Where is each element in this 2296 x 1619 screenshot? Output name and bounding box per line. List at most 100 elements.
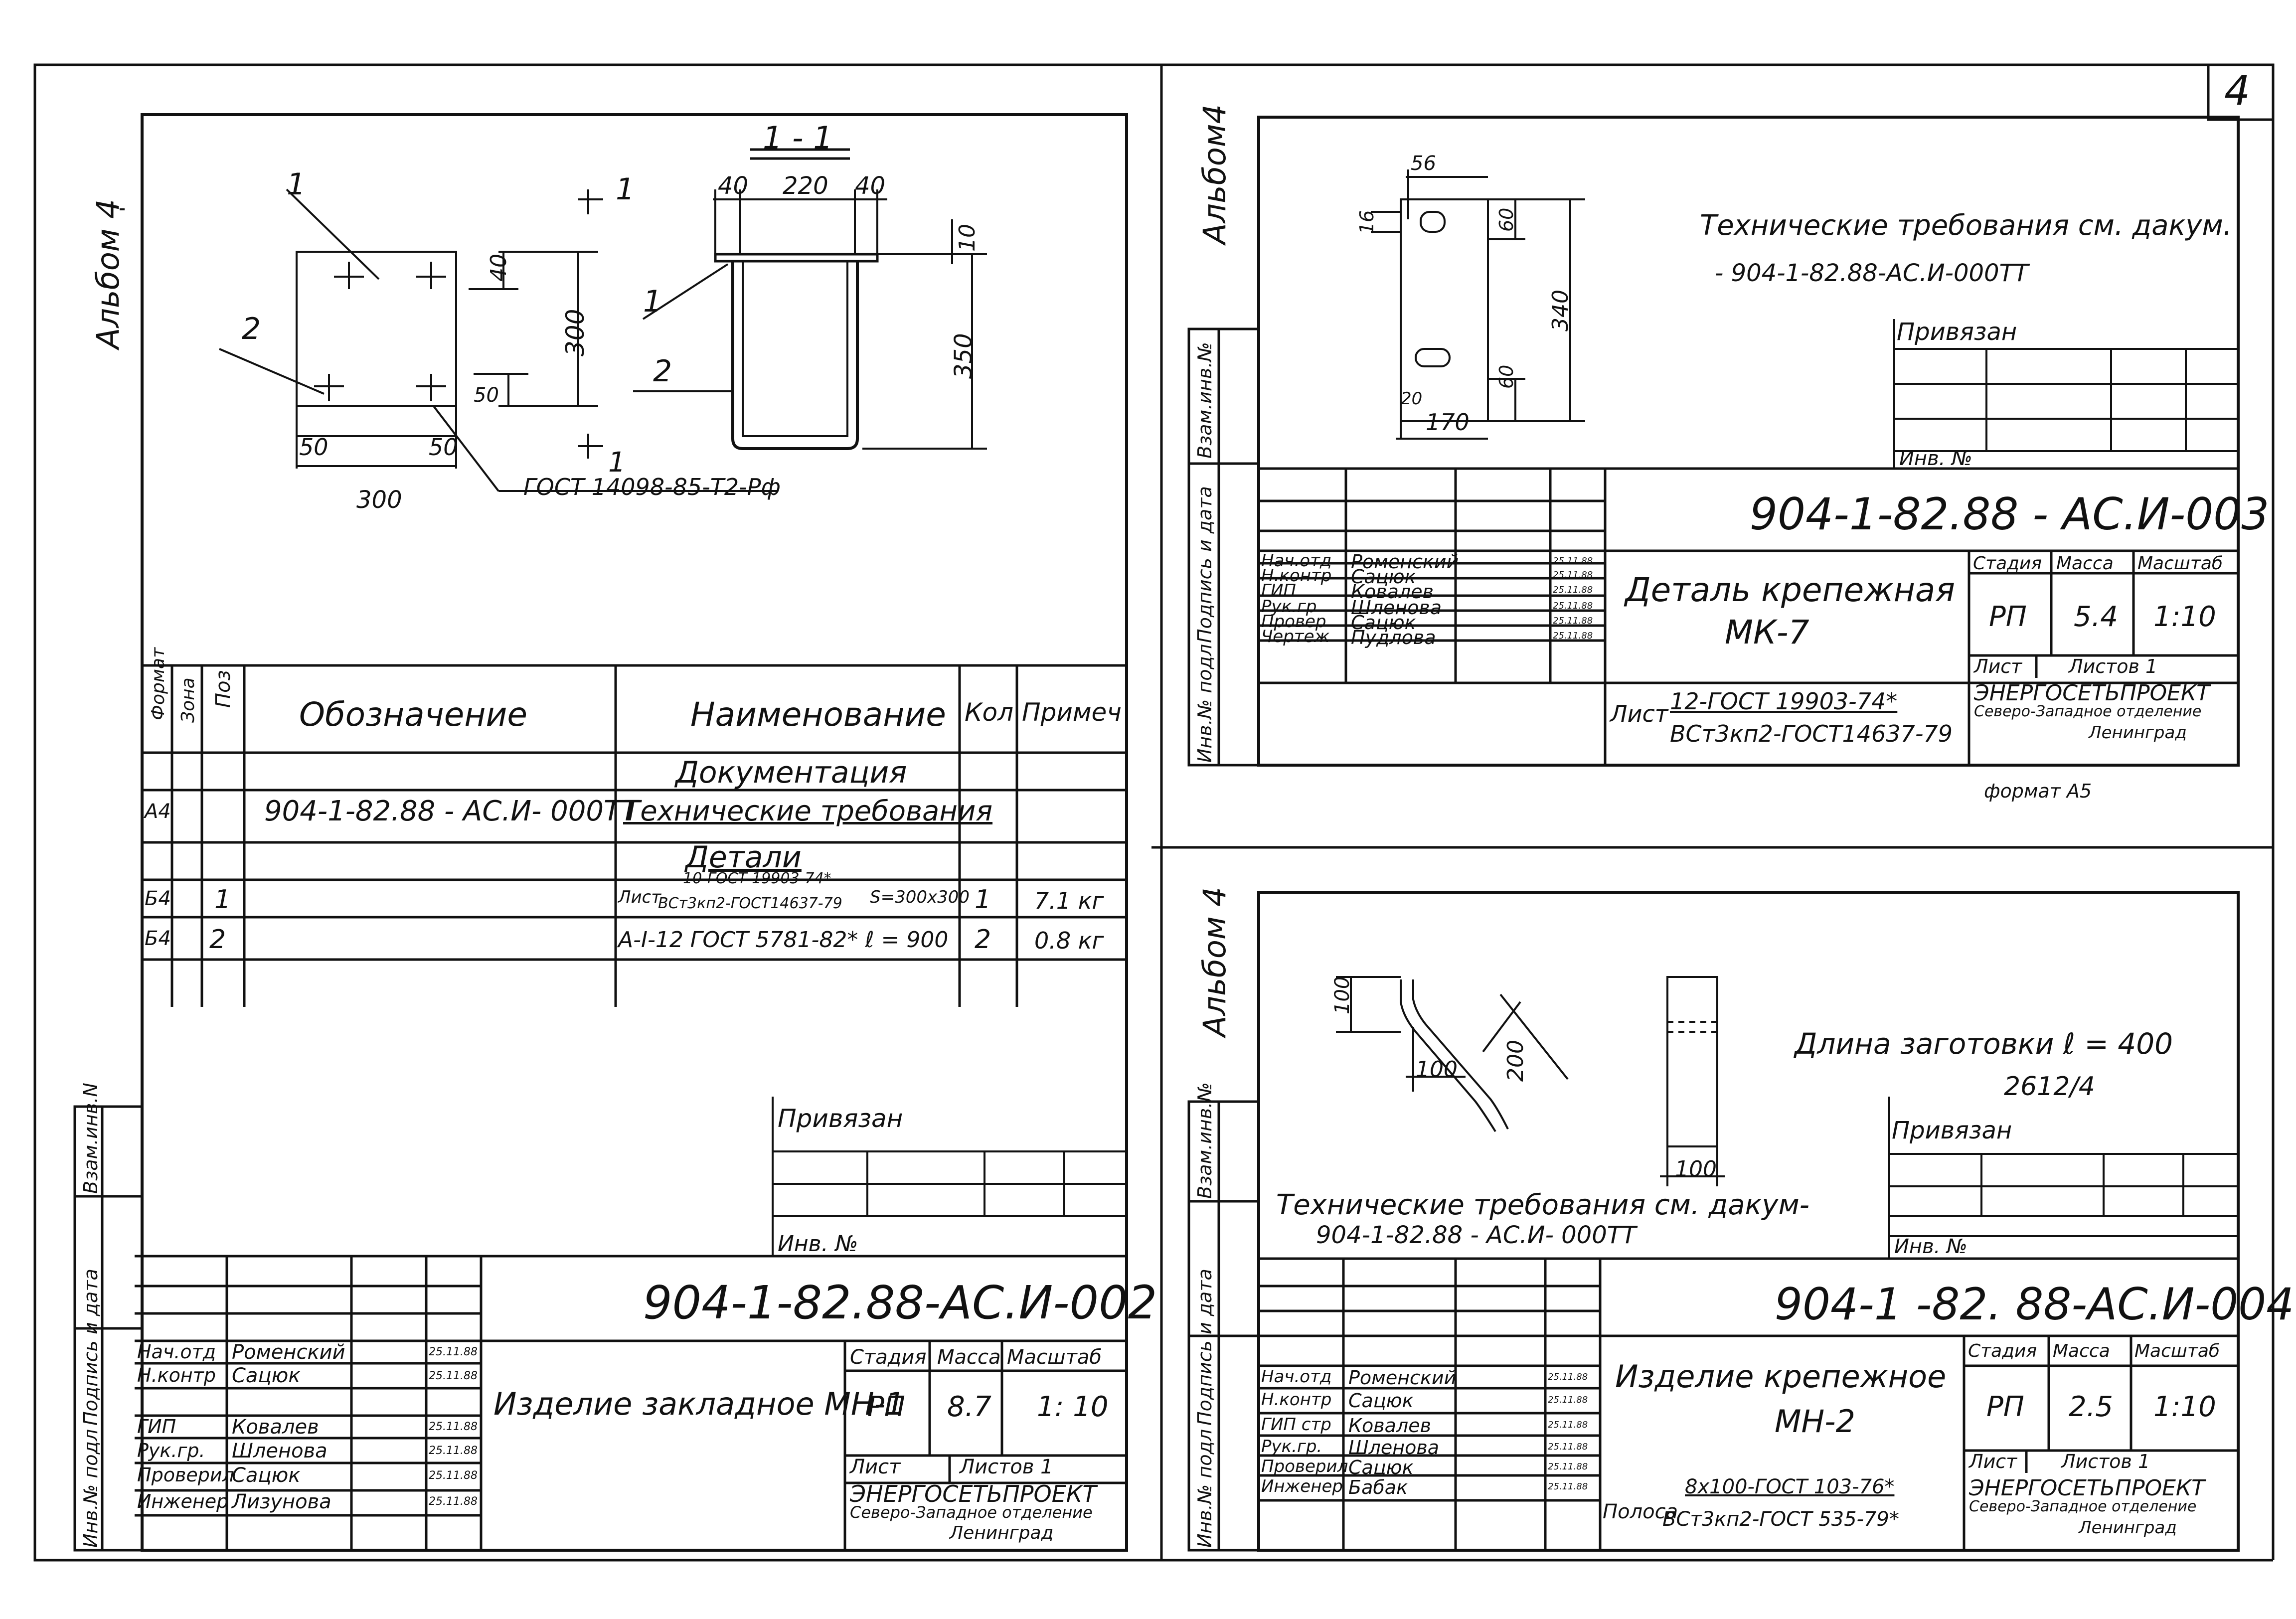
br-name-4: Шленова — [1348, 1437, 1440, 1458]
left-sheets-label: Листов 1 — [960, 1456, 1053, 1478]
tr-mass-value: 5.4 — [2074, 601, 2119, 633]
br-date-4: 25.11.88 — [1548, 1442, 1588, 1452]
plate-front-view — [120, 188, 778, 492]
tr-role-1: Нач.отд — [1261, 551, 1332, 571]
left-org-sub: Северо-Западное отделение — [850, 1503, 1093, 1522]
dim-50-right: 50 — [429, 434, 458, 461]
br-stage-label: Стадия — [1968, 1341, 2037, 1361]
section-1-1-view — [633, 148, 987, 450]
left-role-2: Н.контр — [137, 1364, 216, 1386]
callout-1-plate: 1 — [287, 167, 306, 202]
spec-doc-name: Технические требования — [623, 795, 993, 827]
br-title-line1: Изделие крепежное — [1615, 1358, 1947, 1395]
tr-name-5: Сацюк — [1351, 612, 1416, 634]
tr-mass-label: Масса — [2056, 553, 2114, 574]
dim-10: 10 — [955, 224, 980, 252]
left-scale-label: Масштаб — [1007, 1346, 1102, 1369]
left-name-2: Сацюк — [232, 1364, 301, 1387]
spec-row2-pos: 2 — [209, 925, 226, 955]
br-role-3: ГИП стр — [1261, 1415, 1331, 1435]
br-date-5: 25.11.88 — [1548, 1461, 1588, 1472]
left-date-4: 25.11.88 — [429, 1421, 478, 1433]
br-sheet-label: Лист — [1969, 1451, 2017, 1472]
left-drawing-code: 904-1-82.88-АС.И-002 — [643, 1276, 1157, 1329]
br-material-line1: 8х100-ГОСТ 103-76* — [1685, 1475, 1895, 1498]
dim-40-left: 40 — [718, 172, 749, 200]
br-role-1: Нач.отд — [1261, 1367, 1332, 1387]
left-role-1: Нач.отд — [137, 1341, 216, 1363]
tr-role-6: Чертеж — [1261, 627, 1330, 647]
mn2-drawing — [1336, 976, 1725, 1186]
spec-table-grid — [142, 664, 1127, 1007]
left-role-4: ГИП — [137, 1416, 176, 1438]
spec-row1-pos: 1 — [214, 885, 231, 915]
left-org: ЭНЕРГОСЕТЬПРОЕКТ — [850, 1480, 1097, 1507]
left-sheet-frame — [33, 63, 1163, 1562]
left-inner-frame — [141, 113, 1128, 1552]
left-role-5: Рук.гр. — [137, 1440, 205, 1461]
spec-header-format: Формат — [148, 647, 168, 720]
tr-dim-60-top: 60 — [1495, 207, 1517, 232]
spec-header-designation: Обозначение — [299, 695, 527, 734]
br-role-2: Н.контр — [1261, 1390, 1332, 1410]
spec-doc-format: А4 — [145, 800, 171, 823]
tr-name-1: Роменский — [1351, 551, 1459, 573]
spec-row1-qty: 1 — [975, 885, 991, 915]
br-privyazan-label: Привязан — [1892, 1117, 2012, 1144]
left-strip-vzam-inv: Взам.инв.N — [80, 1083, 102, 1194]
dim-220: 220 — [783, 172, 828, 200]
left-stage-label: Стадия — [850, 1346, 927, 1369]
br-name-6: Бабак — [1348, 1476, 1408, 1498]
left-mass-value: 8.7 — [947, 1391, 992, 1423]
left-name-7: Лизунова — [232, 1490, 331, 1513]
section-mark-bottom: 1 — [608, 446, 626, 478]
tr-dim-340: 340 — [1548, 290, 1573, 331]
page-number-box — [2207, 63, 2275, 121]
left-stage-value: РП — [867, 1391, 905, 1423]
tr-title-line2: МК-7 — [1725, 613, 1809, 651]
tr-inv-no-label: Инв. № — [1899, 447, 1972, 470]
page-number: 4 — [2224, 67, 2251, 115]
br-role-6: Инженер — [1261, 1476, 1343, 1496]
tr-date-1: 25.11.88 — [1553, 556, 1593, 566]
left-city: Ленинград — [950, 1523, 1054, 1543]
br-title-line2: МН-2 — [1775, 1403, 1855, 1440]
left-date-1: 25.11.88 — [429, 1346, 478, 1358]
tr-dim-20: 20 — [1401, 389, 1423, 409]
callout-2-bar: 2 — [242, 312, 261, 346]
br-tech-req-line2: 904-1-82.88 - АС.И- 000ТТ — [1316, 1221, 1637, 1249]
br-sheets-label: Листов 1 — [2061, 1451, 2150, 1472]
br-date-6: 25.11.88 — [1548, 1481, 1588, 1492]
br-dim-200: 200 — [1503, 1040, 1528, 1082]
left-sheet-label: Лист — [850, 1456, 901, 1478]
tr-name-3: Ковалев — [1351, 581, 1434, 603]
left-title-block-grid — [135, 1255, 1127, 1552]
br-date-1: 25.11.88 — [1548, 1372, 1588, 1382]
tr-sheet-label: Лист — [1974, 655, 2022, 677]
br-org: ЭНЕРГОСЕТЬПРОЕКТ — [1969, 1475, 2205, 1501]
section-label: 1 - 1 — [763, 120, 833, 156]
tr-role-4: Рук.гр — [1261, 597, 1317, 617]
spec-header-name: Наименование — [690, 695, 946, 734]
br-blank-length: Длина заготовки ℓ = 400 — [1795, 1027, 2173, 1061]
tr-date-5: 25.11.88 — [1553, 616, 1593, 626]
br-city: Ленинград — [2079, 1518, 2177, 1538]
spec-header-qty: Кол — [965, 698, 1014, 727]
tr-strip-vzam-inv: Взам.инв.№ — [1194, 342, 1216, 459]
br-scale-label: Масштаб — [2134, 1341, 2220, 1361]
br-handwritten-note: 2612/4 — [2004, 1072, 2095, 1102]
tr-stage-value: РП — [1989, 601, 2027, 633]
left-date-2: 25.11.88 — [429, 1370, 478, 1382]
br-inv-no-label: Инв. № — [1894, 1235, 1968, 1258]
dim-300-horizontal: 300 — [356, 486, 402, 514]
top-right-side-strip — [1187, 327, 1260, 767]
tr-role-2: Н.контр — [1261, 566, 1332, 586]
left-name-1: Роменский — [232, 1341, 345, 1364]
tr-role-3: ГИП — [1261, 581, 1296, 601]
tr-city: Ленинград — [2089, 723, 2187, 743]
left-title: Изделие закладное МН-1 — [493, 1386, 905, 1422]
br-material-line2: ВСт3кп2-ГОСТ 535-79* — [1662, 1508, 1899, 1531]
tr-stage-label: Стадия — [1973, 553, 2042, 574]
br-scale-value: 1:10 — [2153, 1391, 2216, 1423]
